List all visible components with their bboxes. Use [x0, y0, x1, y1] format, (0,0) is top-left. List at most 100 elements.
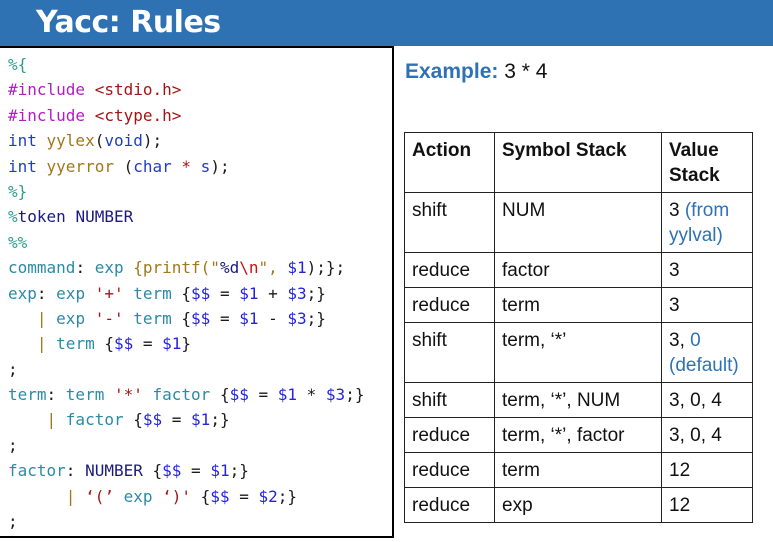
code-token: term [8, 385, 47, 405]
header-value-stack: Value Stack [661, 132, 753, 193]
code-listing-box: %{#include <stdio.h>#include <ctype.h>in… [0, 46, 394, 538]
code-token: $1 [239, 283, 259, 303]
code-token: %} [8, 181, 28, 201]
cell-action: shift [404, 382, 495, 418]
cell-value: 3 [661, 252, 753, 288]
code-token: <stdio.h> [94, 80, 182, 100]
cell-value: 12 [661, 487, 753, 523]
code-token: $1 [191, 410, 211, 430]
table-row: shift term, ‘*’, NUM 3, 0, 4 [404, 382, 753, 418]
code-line: | exp '-' term {$$ = $1 - $3;} [8, 306, 364, 331]
code-token: * [297, 385, 326, 405]
table-row: shift term, ‘*’ 3, 0 (default) [404, 322, 753, 383]
yacc-code: %{#include <stdio.h>#include <ctype.h>in… [8, 52, 364, 534]
cell-symbol: term, ‘*’, NUM [494, 382, 662, 418]
code-token: %% [8, 232, 28, 252]
code-line: #include <ctype.h> [8, 103, 364, 128]
code-line: exp: exp '+' term {$$ = $1 + $3;} [8, 281, 364, 306]
code-line: ; [8, 357, 364, 382]
cell-action: reduce [404, 252, 495, 288]
table-row: reduce factor 3 [404, 252, 753, 288]
code-token: { [104, 334, 114, 354]
cell-value: 3, 0 (default) [661, 322, 753, 383]
code-token: $$ [210, 486, 230, 506]
code-token: );}; [306, 258, 346, 278]
cell-value: 12 [661, 452, 753, 488]
cell-action: reduce [404, 452, 495, 488]
code-token [8, 334, 37, 353]
code-token: { [200, 486, 211, 506]
table-row: reduce term 3 [404, 287, 753, 323]
code-token: '+' [94, 283, 134, 303]
code-token: exp [56, 283, 95, 303]
code-token: = [248, 385, 278, 405]
code-token: int [8, 131, 47, 151]
code-token: $3 [287, 283, 307, 303]
code-token: $1 [277, 385, 298, 405]
code-token: $$ [142, 410, 163, 430]
code-token [8, 410, 47, 429]
code-token: : [75, 258, 95, 278]
code-token: ); [142, 131, 163, 151]
code-token: $1 [287, 258, 307, 278]
code-token: exp [56, 308, 95, 328]
value-text: 3 [669, 200, 680, 221]
code-token: : [36, 283, 57, 303]
cell-action: reduce [404, 287, 495, 323]
code-token: #include [8, 105, 95, 125]
code-token: ;} [210, 410, 230, 430]
code-line: #include <stdio.h> [8, 77, 364, 102]
code-token: (" [200, 258, 220, 278]
cell-symbol: exp [494, 487, 662, 523]
table-row: reduce term, ‘*’, factor 3, 0, 4 [404, 417, 753, 453]
value-text: 3, [669, 330, 691, 351]
code-token: exp [123, 486, 163, 506]
code-token: term [133, 283, 182, 303]
cell-symbol: NUM [494, 192, 662, 253]
code-token: { [219, 385, 230, 405]
code-token: $1 [210, 461, 230, 481]
code-token: '*' [113, 385, 153, 405]
code-token: | [65, 486, 86, 506]
code-token: ", [258, 258, 288, 278]
cell-action: shift [404, 192, 495, 253]
cell-symbol: factor [494, 252, 662, 288]
code-token: ; [8, 359, 18, 379]
code-token: ‘(’ [85, 486, 124, 506]
code-token: ( [94, 131, 105, 151]
slide-title: Yacc: Rules [36, 5, 221, 40]
table-header-row: Action Symbol Stack Value Stack [404, 132, 753, 193]
code-token: ( [123, 156, 134, 176]
code-line: int yyerror (char * s); [8, 154, 364, 179]
code-line: term: term '*' factor {$$ = $1 * $3;} [8, 382, 364, 407]
header-symbol-stack: Symbol Stack [494, 132, 662, 193]
code-line: ; [8, 433, 364, 458]
cell-action: reduce [404, 417, 495, 453]
code-token: $$ [191, 308, 211, 328]
code-line: ; [8, 509, 364, 534]
code-token: = [210, 283, 240, 303]
value-note: 0 (default) [669, 330, 739, 376]
code-token: factor [65, 410, 134, 430]
code-line: | term {$$ = $1} [8, 331, 364, 356]
code-token: { [181, 308, 192, 328]
table-row: reduce exp 12 [404, 487, 753, 523]
code-line: %token NUMBER [8, 204, 364, 229]
code-token: ‘)' [162, 486, 201, 506]
cell-value: 3, 0, 4 [661, 382, 753, 418]
code-token: $$ [162, 461, 182, 481]
cell-symbol: term, ‘*’ [494, 322, 662, 383]
parse-trace-table: Action Symbol Stack Value Stack shift NU… [404, 132, 753, 523]
code-token: $1 [239, 308, 259, 328]
code-token: $$ [113, 334, 134, 354]
code-token: $2 [258, 486, 278, 506]
cell-symbol: term [494, 287, 662, 323]
code-token: { [133, 258, 143, 278]
code-token: + [258, 283, 288, 303]
code-token: ; [8, 435, 18, 455]
example-expression: 3 * 4 [498, 60, 548, 83]
code-token: ;} [345, 385, 365, 405]
code-token: ; [8, 512, 18, 532]
code-token: <ctype.h> [94, 105, 182, 125]
cell-value: 3 (from yylval) [661, 192, 753, 253]
